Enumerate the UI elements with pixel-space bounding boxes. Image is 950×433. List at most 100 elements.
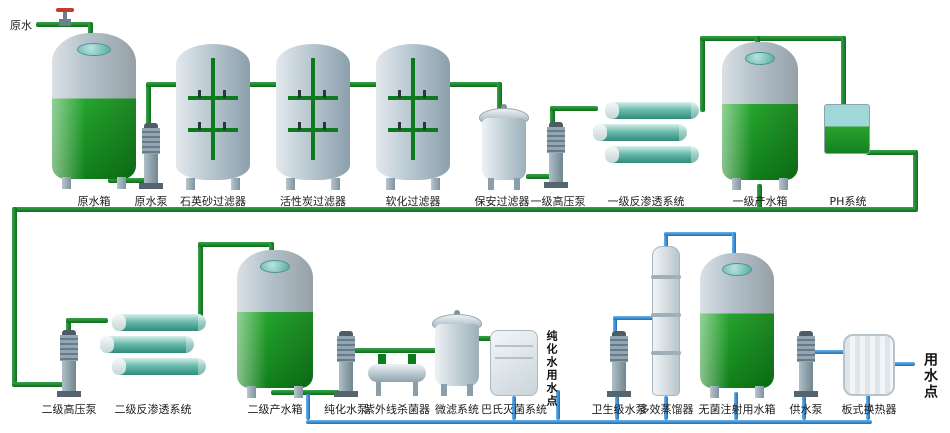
plate-heat-exchanger-label: 板式换热器 <box>841 403 897 416</box>
green-pipe-segment <box>550 106 555 126</box>
green-pipe-segment <box>88 22 93 40</box>
water-supply-pump-label: 供水泵 <box>789 403 823 416</box>
activated-carbon-filter <box>276 44 350 190</box>
stage2-ro-system-label: 二级反渗透系统 <box>114 403 192 416</box>
activated-carbon-filter-label: 活性炭过滤器 <box>280 195 346 208</box>
tank-leg-left <box>710 386 719 398</box>
microfiltration-system <box>432 310 482 396</box>
filter-manifold-pipe <box>211 58 215 160</box>
filter-valve-handle <box>298 90 302 98</box>
pump-base <box>544 182 568 188</box>
ro-membrane-tube <box>605 102 699 119</box>
filter-manifold-pipe <box>311 58 315 160</box>
filter-valve-handle <box>423 90 427 98</box>
pump-motor <box>60 335 78 361</box>
blue-pipe-segment <box>664 396 668 420</box>
tank-hatch <box>722 263 752 276</box>
filter-valve-handle <box>323 90 327 98</box>
pump-body <box>799 362 813 391</box>
filter-manifold-pipe <box>387 96 439 100</box>
pump-body <box>549 153 563 182</box>
green-pipe-segment <box>700 36 705 112</box>
tank-hatch <box>744 52 776 65</box>
pump-body <box>612 362 626 391</box>
pump-motor <box>142 128 160 154</box>
blue-pipe-segment <box>613 316 658 320</box>
green-pipe-segment <box>146 82 151 128</box>
green-pipe-segment <box>198 242 203 318</box>
tank-body <box>237 250 313 388</box>
green-pipe-main-line <box>12 207 918 212</box>
vessel-knob <box>501 104 507 110</box>
vessel-leg-right <box>467 384 473 396</box>
raw-water-tank <box>52 33 136 189</box>
vessel-knob <box>454 310 460 316</box>
uv-sterilizer-label: 紫外线杀菌器 <box>364 403 430 416</box>
raw-water-tank-label: 原水箱 <box>77 195 111 208</box>
filter-valve-handle <box>298 122 302 130</box>
tank-leg-left <box>247 386 256 398</box>
pump-base <box>607 391 631 397</box>
blue-pipe-segment <box>512 396 516 420</box>
pump-cap <box>144 123 158 128</box>
filter-manifold-pipe <box>287 96 339 100</box>
ro-membrane-tube <box>112 358 206 375</box>
stage1-ro-system-label: 一级反渗透系统 <box>607 195 685 208</box>
raw-water-inlet-label: 原水 <box>10 19 32 32</box>
green-pipe-segment <box>866 150 916 155</box>
green-pipe-segment <box>550 106 598 111</box>
green-pipe-segment <box>913 150 918 210</box>
sanitary-grade-pump <box>607 331 631 397</box>
green-pipe-segment <box>446 82 502 87</box>
blue-pipe-segment <box>893 362 915 366</box>
pump-motor <box>547 127 565 153</box>
filter-valve-handle <box>423 122 427 130</box>
green-pipe-segment <box>346 348 442 353</box>
tank-hatch <box>259 260 291 273</box>
ro-membrane-tube <box>112 314 206 331</box>
filter-leg-right <box>331 178 340 190</box>
pump-cap <box>549 122 563 127</box>
pasteurization-system <box>490 330 538 396</box>
sanitary-grade-pump-label: 卫生级水泵 <box>591 403 647 416</box>
pump-body <box>339 362 353 391</box>
purified-water-pump <box>334 331 358 397</box>
green-pipe-segment <box>12 382 68 387</box>
quartz-sand-filter-label: 石英砂过滤器 <box>180 195 246 208</box>
purified-water-pump-label: 纯化水泵 <box>324 403 368 416</box>
uv-leg-right <box>413 382 418 396</box>
filter-leg-right <box>231 178 240 190</box>
tank-leg-left <box>732 178 741 190</box>
tank-body <box>52 33 136 179</box>
green-pipe-segment <box>271 390 343 395</box>
filter-valve-handle <box>223 122 227 130</box>
pasteurization-system-label: 巴氏灭菌系统 <box>481 403 547 416</box>
blue-pipe-segment <box>800 350 846 354</box>
tank-hatch <box>77 43 111 56</box>
stage2-product-water-tank <box>237 250 313 398</box>
stage1-high-pressure-pump <box>544 122 568 188</box>
security-filter-label: 保安过滤器 <box>474 195 530 208</box>
green-pipe-segment <box>246 82 280 87</box>
uv-leg-left <box>376 382 381 396</box>
stage2-high-pressure-pump <box>57 330 81 397</box>
filter-leg-left <box>386 178 395 190</box>
pump-cap <box>799 331 813 336</box>
filter-manifold-pipe <box>411 58 415 160</box>
stage2-product-water-tank-label: 二级产水箱 <box>247 403 303 416</box>
multi-effect-distiller-label: 多效蒸馏器 <box>638 403 694 416</box>
valve-stem <box>63 12 67 22</box>
pump-base <box>334 391 358 397</box>
green-pipe-segment <box>108 178 152 183</box>
filter-valve-handle <box>198 122 202 130</box>
pump-motor <box>337 336 355 362</box>
panel-line <box>494 345 534 347</box>
stage1-product-water-tank <box>722 42 798 190</box>
ro-membrane-tube <box>100 336 194 353</box>
filter-manifold-pipe <box>287 128 339 132</box>
distiller-flange <box>651 275 681 279</box>
water-use-point-label: 用水点 <box>922 352 938 400</box>
vessel-leg-left <box>488 178 494 190</box>
green-pipe-segment <box>146 82 190 87</box>
